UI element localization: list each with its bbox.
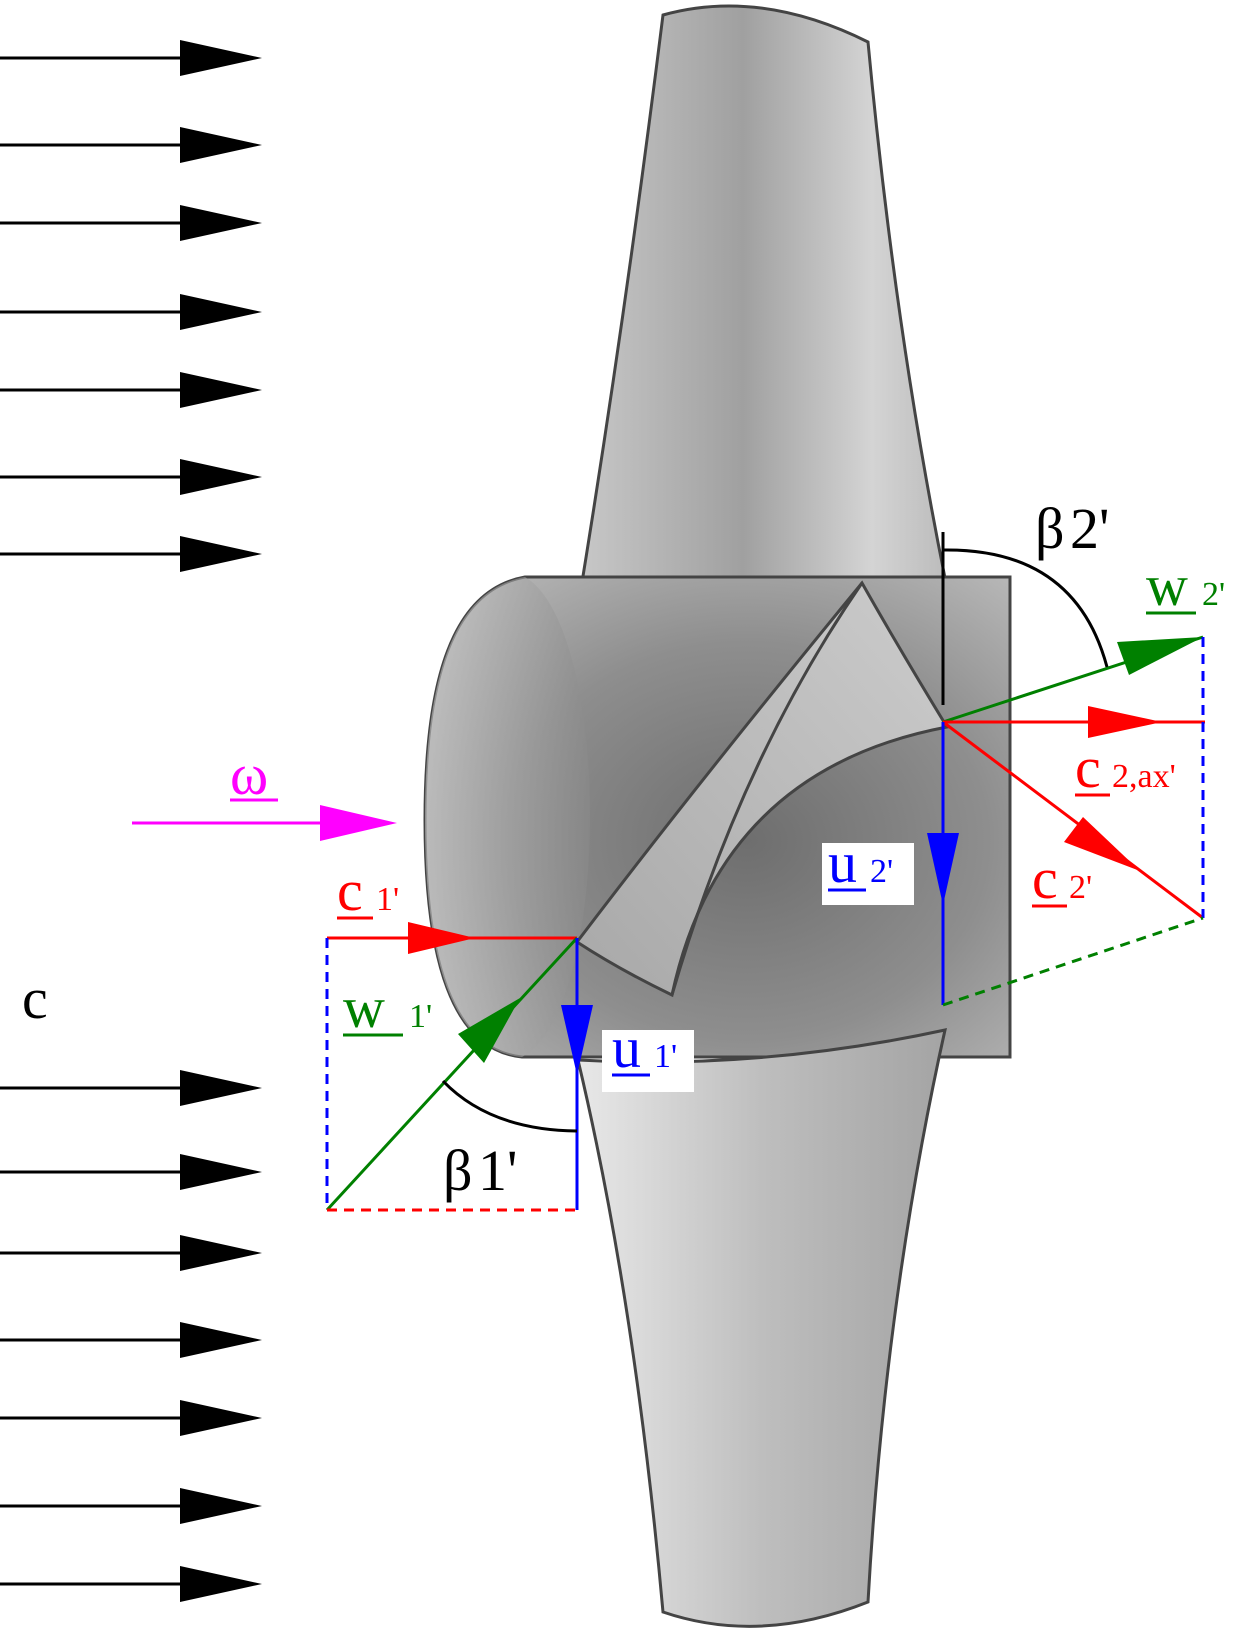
flow-arrow-icon	[0, 1400, 262, 1436]
rotation-arrow-icon	[132, 805, 397, 841]
flow-arrow-icon	[0, 205, 262, 241]
u1-label-bg	[602, 1030, 694, 1092]
svg-text:c: c	[337, 858, 363, 923]
flow-arrow-icon	[0, 127, 262, 163]
svg-text:2,ax': 2,ax'	[1112, 758, 1176, 795]
outlet-velocity-triangle	[927, 532, 1205, 1007]
svg-text:w: w	[343, 975, 385, 1040]
svg-text:c: c	[1032, 846, 1058, 911]
flow-arrow-icon	[0, 1235, 262, 1271]
beta1-arc	[441, 1079, 578, 1133]
u2-label-bg	[822, 843, 914, 905]
u2-label: u 2'	[828, 830, 893, 895]
svg-text:2': 2'	[1202, 576, 1225, 613]
w1-vector	[325, 936, 579, 1212]
flow-arrow-icon	[0, 536, 262, 572]
propeller-blade	[576, 4, 947, 609]
flow-arrow-icon	[0, 372, 262, 408]
beta2-arc	[942, 548, 1109, 668]
propeller	[423, 4, 1012, 1628]
svg-text:2': 2'	[1070, 496, 1109, 561]
u1-label: u 1'	[612, 1015, 677, 1080]
svg-text:1': 1'	[654, 1038, 677, 1075]
svg-text:1': 1'	[376, 881, 399, 918]
w1-label: w 1'	[343, 975, 432, 1040]
outlet-dashed-diagonal	[942, 916, 1204, 1007]
omega-label: ω	[230, 742, 278, 807]
svg-text:β: β	[1035, 496, 1065, 561]
svg-text:ω: ω	[230, 742, 268, 807]
svg-text:u: u	[828, 830, 857, 895]
flow-arrow-icon	[0, 1566, 262, 1602]
propeller-blade-edge	[670, 582, 864, 996]
flow-arrow-icon	[0, 459, 262, 495]
flow-arrows-top	[0, 40, 262, 572]
svg-text:2': 2'	[1069, 869, 1092, 906]
svg-text:c: c	[1075, 735, 1101, 800]
beta1-label: β 1'	[443, 1138, 517, 1203]
inlet-velocity-triangle	[325, 922, 593, 1212]
propeller-blade	[576, 1028, 947, 1628]
flow-arrow-icon	[0, 1070, 262, 1106]
svg-text:1': 1'	[409, 998, 432, 1035]
beta2-label: β 2'	[1035, 496, 1109, 561]
flow-arrow-icon	[0, 40, 262, 76]
flow-velocity-label: c	[22, 966, 48, 1031]
c2ax-label: c 2,ax'	[1075, 735, 1176, 800]
svg-text:1': 1'	[478, 1138, 517, 1203]
svg-text:u: u	[612, 1015, 641, 1080]
svg-text:β: β	[443, 1138, 473, 1203]
flow-arrow-icon	[0, 1154, 262, 1190]
flow-arrow-icon	[0, 294, 262, 330]
c1-label: c 1'	[337, 858, 399, 923]
c2-label: c 2'	[1032, 846, 1092, 911]
propeller-hub-cap	[425, 577, 590, 1057]
flow-arrow-icon	[0, 1322, 262, 1358]
flow-arrows-bottom	[0, 1070, 262, 1602]
w2-label: w 2'	[1146, 553, 1225, 618]
flow-arrow-icon	[0, 1488, 262, 1524]
c2-vector	[942, 720, 1204, 920]
svg-text:2': 2'	[870, 853, 893, 890]
svg-text:w: w	[1146, 553, 1188, 618]
